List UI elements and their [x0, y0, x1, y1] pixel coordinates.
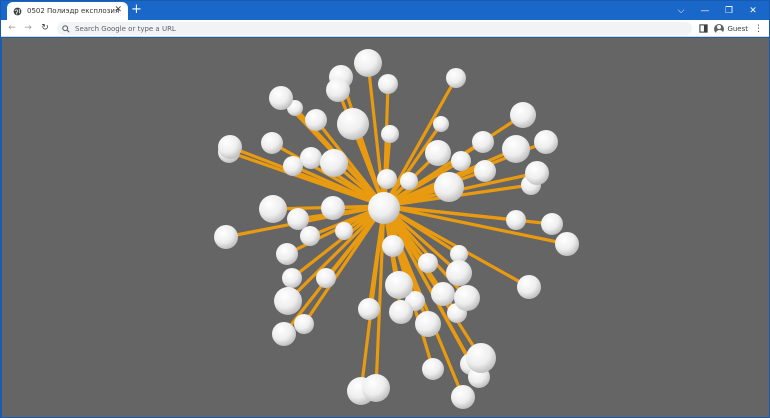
- sphere: [534, 130, 558, 154]
- sphere: [259, 195, 287, 223]
- sphere: [450, 245, 468, 263]
- menu-icon[interactable]: ⋮: [754, 23, 763, 34]
- sphere: [418, 253, 438, 273]
- address-bar[interactable]: Search Google or type a URL: [57, 22, 692, 35]
- tab-search-icon[interactable]: ⌵: [677, 5, 685, 16]
- rod: [359, 204, 386, 393]
- sphere: [385, 271, 413, 299]
- sphere: [517, 275, 541, 299]
- sphere: [305, 109, 327, 131]
- sphere: [320, 149, 348, 177]
- sphere: [502, 135, 530, 163]
- sphere: [433, 116, 449, 132]
- sphere: [451, 385, 475, 409]
- sphere: [451, 151, 471, 171]
- sphere: [510, 102, 536, 128]
- sphere: [555, 232, 579, 256]
- spheres-group: [214, 49, 579, 409]
- forward-arrow-icon[interactable]: →: [24, 23, 32, 33]
- sphere: [354, 49, 382, 77]
- sphere: [276, 243, 298, 265]
- sphere: [362, 374, 390, 402]
- rod: [282, 204, 386, 336]
- sphere: [389, 300, 413, 324]
- sphere: [272, 322, 296, 346]
- restore-icon[interactable]: ❐: [724, 5, 734, 16]
- sphere: [316, 268, 336, 288]
- avatar-icon: [714, 23, 725, 34]
- sphere: [446, 260, 472, 286]
- sphere: [525, 161, 549, 185]
- side-panel-icon[interactable]: [699, 24, 709, 33]
- sphere: [214, 225, 238, 249]
- rod: [228, 145, 386, 208]
- sphere: [472, 131, 494, 153]
- explosion-scene[interactable]: [2, 38, 769, 417]
- rod: [290, 204, 386, 280]
- reload-icon[interactable]: ↻: [41, 23, 49, 33]
- tab-title: 0502 Полиэдр експлозия.html: [27, 7, 119, 15]
- page-viewport[interactable]: [2, 38, 769, 417]
- address-placeholder: Search Google or type a URL: [75, 24, 176, 33]
- tab-strip: 0502 Полиэдр експлозия.html ✕ + ⌵ — ❐ ✕: [1, 1, 769, 20]
- sphere: [400, 172, 418, 190]
- sphere: [506, 210, 526, 230]
- sphere: [431, 282, 455, 306]
- back-arrow-icon[interactable]: ←: [8, 23, 16, 33]
- sphere: [283, 156, 303, 176]
- sphere: [466, 343, 496, 373]
- rod: [374, 204, 386, 390]
- sphere: [335, 222, 353, 240]
- minimize-icon[interactable]: —: [700, 5, 710, 16]
- sphere: [381, 125, 399, 143]
- rod: [382, 204, 569, 246]
- sphere: [368, 192, 400, 224]
- close-window-icon[interactable]: ✕: [749, 5, 757, 16]
- sphere: [454, 285, 480, 311]
- sphere: [422, 358, 444, 380]
- rod: [382, 204, 483, 360]
- sphere: [321, 196, 345, 220]
- rod: [286, 204, 386, 303]
- toolbar-right: Guest ⋮: [699, 22, 763, 35]
- sphere: [287, 208, 309, 230]
- window-controls: ⌵ — ❐ ✕: [669, 1, 765, 20]
- sphere: [446, 68, 466, 88]
- sphere: [415, 311, 441, 337]
- profile-label: Guest: [727, 24, 748, 33]
- sphere: [434, 172, 464, 202]
- sphere: [282, 268, 302, 288]
- sphere: [382, 235, 404, 257]
- rod: [302, 204, 386, 326]
- sphere: [261, 132, 283, 154]
- sphere: [300, 226, 320, 246]
- browser-tab[interactable]: 0502 Полиэдр експлозия.html ✕: [7, 2, 128, 20]
- sphere: [269, 86, 293, 110]
- sphere: [337, 108, 369, 140]
- sphere: [425, 140, 451, 166]
- sphere: [358, 298, 380, 320]
- browser-toolbar: ← → ↻ Search Google or type a URL Guest …: [1, 20, 769, 37]
- sphere: [377, 169, 397, 189]
- profile-button[interactable]: Guest: [714, 23, 748, 34]
- rod: [314, 118, 386, 208]
- sphere: [378, 74, 398, 94]
- sphere: [474, 160, 496, 182]
- search-icon: [62, 24, 70, 33]
- sphere: [294, 314, 314, 334]
- new-tab-button[interactable]: +: [131, 2, 142, 17]
- sphere: [326, 78, 350, 102]
- sphere: [300, 147, 322, 169]
- sphere: [541, 213, 563, 235]
- globe-icon: [13, 7, 22, 15]
- sphere: [274, 287, 302, 315]
- rod: [382, 76, 458, 208]
- sphere: [218, 135, 242, 159]
- close-tab-icon[interactable]: ✕: [114, 5, 122, 15]
